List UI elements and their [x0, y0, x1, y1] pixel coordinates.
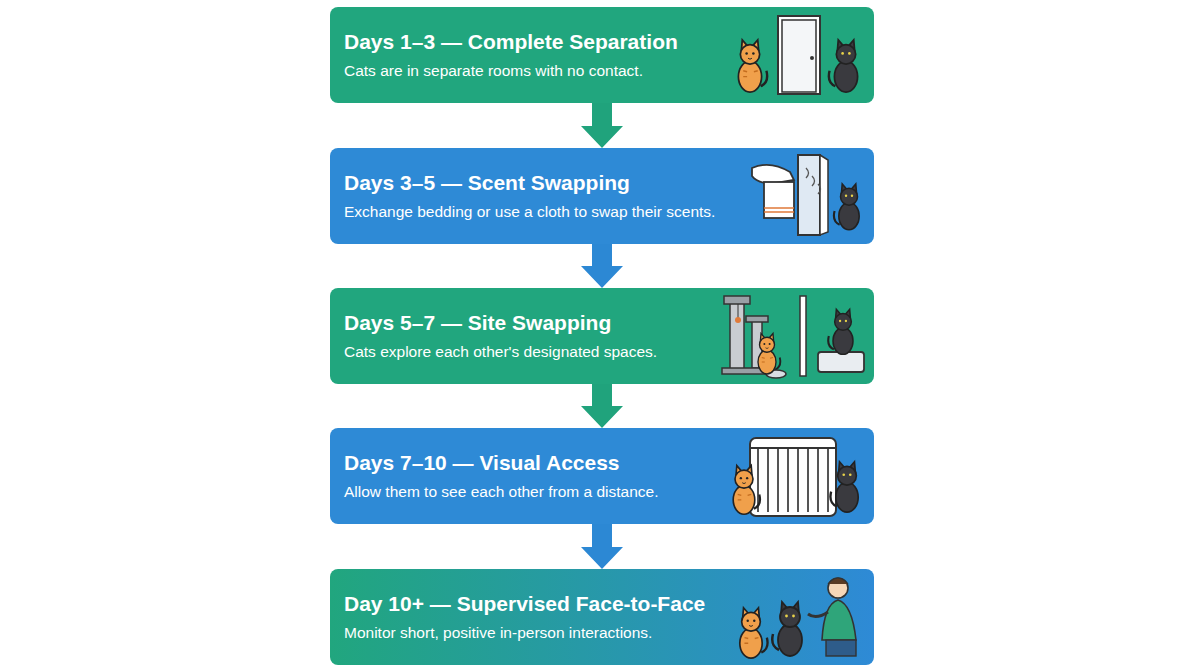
step-description: Monitor short, positive in-person intera… [344, 623, 652, 643]
step-description: Allow them to see each other from a dist… [344, 482, 658, 502]
step-box: Days 7–10 — Visual AccessAllow them to s… [330, 428, 874, 524]
step-box: Days 1–3 — Complete SeparationCats are i… [330, 7, 874, 103]
site-swap-illustration [722, 296, 864, 378]
gate-illustration [733, 438, 858, 516]
step-heading: Day 10+ — Supervised Face-to-Face [344, 591, 705, 617]
step-heading: Days 5–7 — Site Swapping [344, 310, 611, 336]
step-description: Exchange bedding or use a cloth to swap … [344, 202, 715, 222]
step-heading: Days 7–10 — Visual Access [344, 450, 620, 476]
step-heading: Days 1–3 — Complete Separation [344, 29, 678, 55]
step-heading: Days 3–5 — Scent Swapping [344, 170, 630, 196]
step-box: Day 10+ — Supervised Face-to-FaceMonitor… [330, 569, 874, 665]
separation-illustration [738, 16, 857, 94]
supervision-illustration [740, 578, 856, 658]
step-description: Cats explore each other's designated spa… [344, 342, 657, 362]
scent-swap-illustration [752, 155, 859, 235]
flow-arrow [581, 384, 623, 428]
step-box: Days 5–7 — Site SwappingCats explore eac… [330, 288, 874, 384]
flow-arrow [581, 103, 623, 148]
flow-arrow [581, 244, 623, 288]
step-description: Cats are in separate rooms with no conta… [344, 61, 643, 81]
flow-arrow [581, 524, 623, 569]
step-box: Days 3–5 — Scent SwappingExchange beddin… [330, 148, 874, 244]
